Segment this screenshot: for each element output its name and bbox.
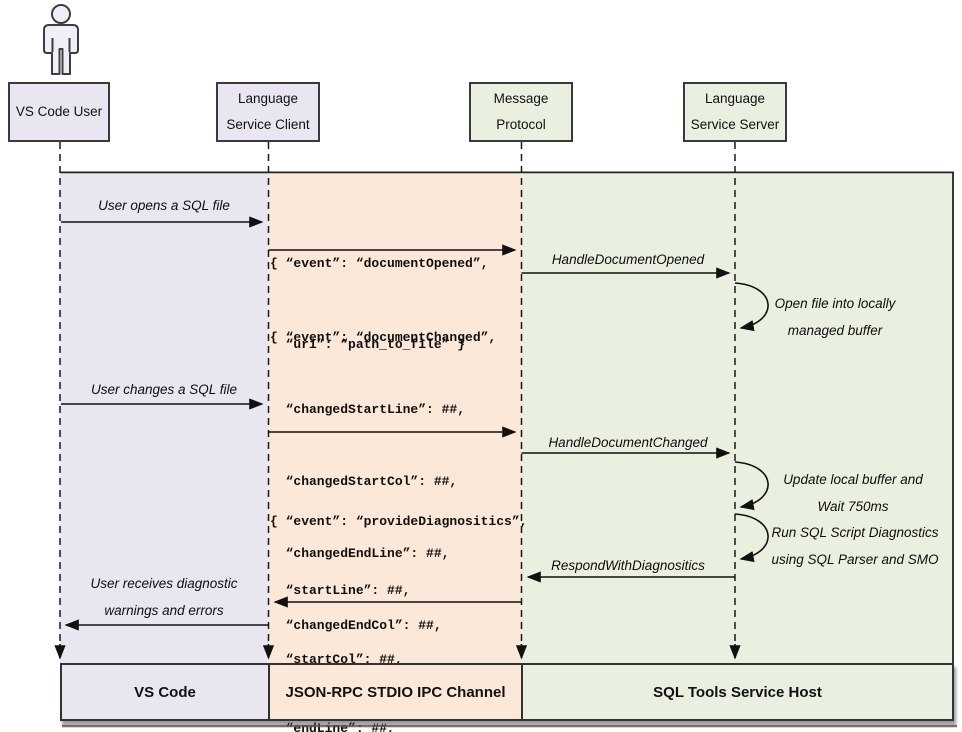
note-line: using SQL Parser and SMO xyxy=(771,552,939,567)
payload-line: “changedStartCol”: ##, xyxy=(270,474,458,489)
note-line: Update local buffer and xyxy=(783,472,923,487)
actor-label: Message xyxy=(493,91,549,106)
actor-label: Service Client xyxy=(226,117,310,132)
lane-ipc-channel xyxy=(268,173,521,663)
actor-label: VS Code User xyxy=(15,104,103,119)
label-handle-document-opened: HandleDocumentOpened xyxy=(551,252,705,267)
label-user-receives: User receives diagnostic warnings and er… xyxy=(64,570,264,624)
header-box-message-protocol: Message Protocol xyxy=(469,82,573,142)
actor-label: Language xyxy=(704,91,766,106)
footer-box-service-host: SQL Tools Service Host xyxy=(523,665,952,719)
note-line: Wait 750ms xyxy=(817,499,889,514)
payload-line: { “event”: “provideDiagnositics”, xyxy=(270,514,528,529)
actor-label: Language xyxy=(237,91,299,106)
lane-service-host xyxy=(521,173,954,663)
person-icon xyxy=(43,4,79,75)
payload-line: “changedEndCol”: ##, xyxy=(270,618,442,633)
actor-label: Protocol xyxy=(496,117,546,132)
payload-line: “changedStartLine”: ##, xyxy=(270,402,466,417)
note-line: managed buffer xyxy=(787,323,883,338)
payload-line: { “event”: “documentChanged”, xyxy=(270,330,497,345)
payload-line: “uri”: “path_to_file” } xyxy=(270,337,466,352)
header-box-vscode-user: VS Code User xyxy=(8,82,110,142)
header-box-language-service-client: Language Service Client xyxy=(216,82,320,142)
label-line: User receives diagnostic xyxy=(90,576,238,591)
label-user-opens-file: User opens a SQL file xyxy=(98,198,230,213)
payload-line: { “event”: “documentOpened”, xyxy=(270,256,489,271)
note-line: Open file into locally xyxy=(774,296,896,311)
footer-row: VS Code JSON-RPC STDIO IPC Channel SQL T… xyxy=(60,663,954,721)
note-update-buffer-wait: Update local buffer and Wait 750ms xyxy=(762,466,944,520)
payload-line: “changedEndLine”: ##, xyxy=(270,546,450,561)
label-line: warnings and errors xyxy=(104,603,224,618)
note-run-diagnostics: Run SQL Script Diagnostics using SQL Par… xyxy=(763,519,947,573)
footer-box-vscode: VS Code xyxy=(62,665,270,719)
note-line: Run SQL Script Diagnostics xyxy=(771,525,939,540)
payload-document-opened: { “event”: “documentOpened”, “uri”: “pat… xyxy=(270,196,488,412)
actor-label: Service Server xyxy=(690,117,780,132)
label-respond-with-diagnostics: RespondWithDiagnositics xyxy=(551,558,705,573)
header-box-language-service-server: Language Service Server xyxy=(683,82,787,142)
payload-line: “startLine”: ##, xyxy=(270,583,411,598)
lane-vscode xyxy=(60,173,268,663)
footer-box-ipc-channel: JSON-RPC STDIO IPC Channel xyxy=(270,665,523,719)
note-open-file-buffer: Open file into locally managed buffer xyxy=(760,290,910,344)
label-handle-document-changed: HandleDocumentChanged xyxy=(548,435,708,450)
label-user-changes-file: User changes a SQL file xyxy=(90,382,238,397)
